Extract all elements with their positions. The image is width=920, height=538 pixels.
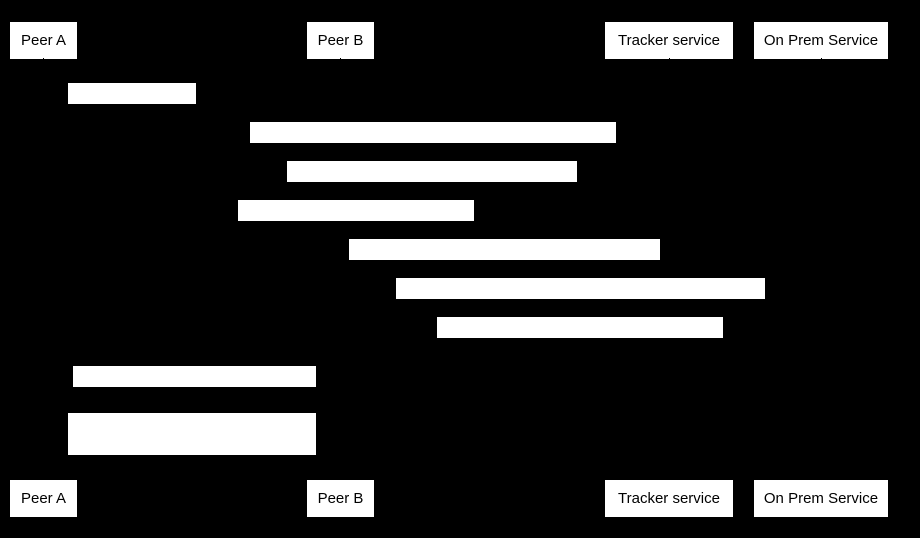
message-text-6: POST /v1/decrypt-sdp { data: "ENCRYPTED_… — [416, 301, 761, 317]
lifeline-peer-b — [340, 58, 341, 480]
participant-footer-on-prem-service[interactable]: On Prem Service — [754, 480, 888, 517]
message-label-create-sdp-answer: Create SDP answer and send to An using t… — [68, 413, 316, 532]
message-arrow-3 — [43, 186, 821, 187]
message-label-forward-encrypted-offer: Forward encrypted offer/candidates from … — [349, 239, 660, 278]
message-arrow-4 — [43, 225, 669, 226]
participant-header-peer-a-label: Peer A — [20, 32, 67, 49]
participant-header-peer-b[interactable]: Peer B — [307, 22, 374, 59]
participant-footer-peer-b-label: Peer B — [317, 490, 364, 507]
message-text-2: POST /v1/encrypt-sdp { data: "DECRYPTED_… — [268, 145, 614, 161]
message-text-7: { result: "DECRYPTED_DATA", error: null … — [454, 340, 729, 356]
message-label-encrypted-result: { result: "ENCRYPTED_DATA", error: null … — [287, 161, 579, 200]
participant-footer-tracker-service-label: Tracker service — [618, 490, 720, 507]
message-arrow-7 — [340, 342, 821, 343]
message-text-1: Creates SDP offer — [85, 106, 203, 122]
message-text-3: { result: "ENCRYPTED_DATA", error: null … — [304, 184, 579, 200]
message-arrow-1 — [43, 108, 340, 109]
participant-header-on-prem-service-label: On Prem Service — [763, 32, 879, 49]
message-text-9-line-1: Create SDP answer and send to An — [77, 456, 307, 472]
message-label-creates-sdp-offer: Creates SDP offer — [68, 83, 202, 122]
participant-footer-peer-b[interactable]: Peer B — [307, 480, 374, 517]
message-arrow-5 — [340, 264, 669, 265]
message-arrow-8 — [43, 391, 340, 392]
message-label-send-encrypted-offer: Send encrypted offer/candidates — [238, 200, 474, 239]
message-label-post-encrypt-sdp: POST /v1/encrypt-sdp { data: "DECRYPTED_… — [250, 122, 616, 161]
message-arrow-2 — [43, 147, 821, 148]
participant-header-tracker-service[interactable]: Tracker service — [605, 22, 733, 59]
message-text-5: Forward encrypted offer/candidates from … — [375, 262, 650, 278]
participant-footer-on-prem-service-label: On Prem Service — [763, 490, 879, 507]
lifeline-tracker-service — [669, 58, 670, 480]
participant-footer-tracker-service[interactable]: Tracker service — [605, 480, 733, 517]
participant-header-tracker-service-label: Tracker service — [618, 32, 720, 49]
participant-footer-peer-a[interactable]: Peer A — [10, 480, 77, 517]
message-arrow-9 — [43, 460, 340, 461]
participant-header-peer-b-label: Peer B — [317, 32, 364, 49]
message-label-decrypted-result: { result: "DECRYPTED_DATA", error: null … — [437, 317, 729, 356]
participant-footer-peer-a-label: Peer A — [20, 490, 67, 507]
lifeline-peer-a — [43, 58, 44, 480]
message-label-sdp-offer-received: SDP offer received and decrypted! — [73, 366, 316, 405]
message-text-4: Send encrypted offer/candidates — [259, 223, 469, 239]
lifeline-on-prem-service — [821, 58, 822, 480]
message-label-post-decrypt-sdp: POST /v1/decrypt-sdp { data: "ENCRYPTED_… — [396, 278, 765, 317]
participant-header-peer-a[interactable]: Peer A — [10, 22, 77, 59]
message-text-8: SDP offer received and decrypted! — [92, 389, 314, 405]
message-arrow-6 — [340, 303, 821, 304]
participant-header-on-prem-service[interactable]: On Prem Service — [754, 22, 888, 59]
message-text-9-line-2: using the same mechanism — [103, 516, 281, 532]
